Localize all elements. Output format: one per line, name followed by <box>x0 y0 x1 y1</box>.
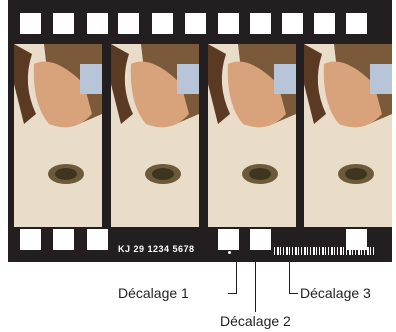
sprocket-hole <box>250 13 271 34</box>
leader-offset3-vertical <box>289 262 290 294</box>
label-offset3: Décalage 3 <box>300 285 371 301</box>
sprocket-hole <box>20 13 41 34</box>
frame-image <box>208 44 296 227</box>
frame-image <box>304 44 392 227</box>
film-frame-4 <box>304 44 392 227</box>
film-frame-2 <box>111 44 199 227</box>
sprocket-hole <box>53 229 74 250</box>
sprocket-hole <box>346 229 367 250</box>
sprocket-hole <box>250 229 271 250</box>
leader-offset2-vertical <box>255 262 256 312</box>
sprocket-hole <box>282 13 303 34</box>
film-strip: KJ 29 1234 5678 <box>8 0 392 262</box>
sprocket-hole <box>218 13 239 34</box>
sprocket-hole <box>152 13 173 34</box>
frame-image <box>111 44 199 227</box>
leader-offset1-horizontal <box>228 293 237 294</box>
edge-dot <box>228 251 231 254</box>
sprocket-hole <box>87 229 108 250</box>
film-frame-3 <box>208 44 296 227</box>
label-offset2: Décalage 2 <box>220 313 291 329</box>
sprocket-hole <box>118 13 139 34</box>
sprocket-hole <box>346 13 367 34</box>
sprocket-hole <box>53 13 74 34</box>
edge-code-text: KJ 29 1234 5678 <box>118 244 195 254</box>
sprocket-hole <box>218 229 239 250</box>
frame-image <box>14 44 102 227</box>
leader-offset1-vertical <box>236 262 237 294</box>
sprocket-hole <box>87 13 108 34</box>
edge-barcode <box>274 247 374 255</box>
label-offset1: Décalage 1 <box>118 285 189 301</box>
sprocket-hole <box>185 13 206 34</box>
sprocket-hole <box>20 229 41 250</box>
leader-offset3-horizontal <box>289 293 298 294</box>
film-frame-1 <box>14 44 102 227</box>
sprocket-hole <box>314 13 335 34</box>
